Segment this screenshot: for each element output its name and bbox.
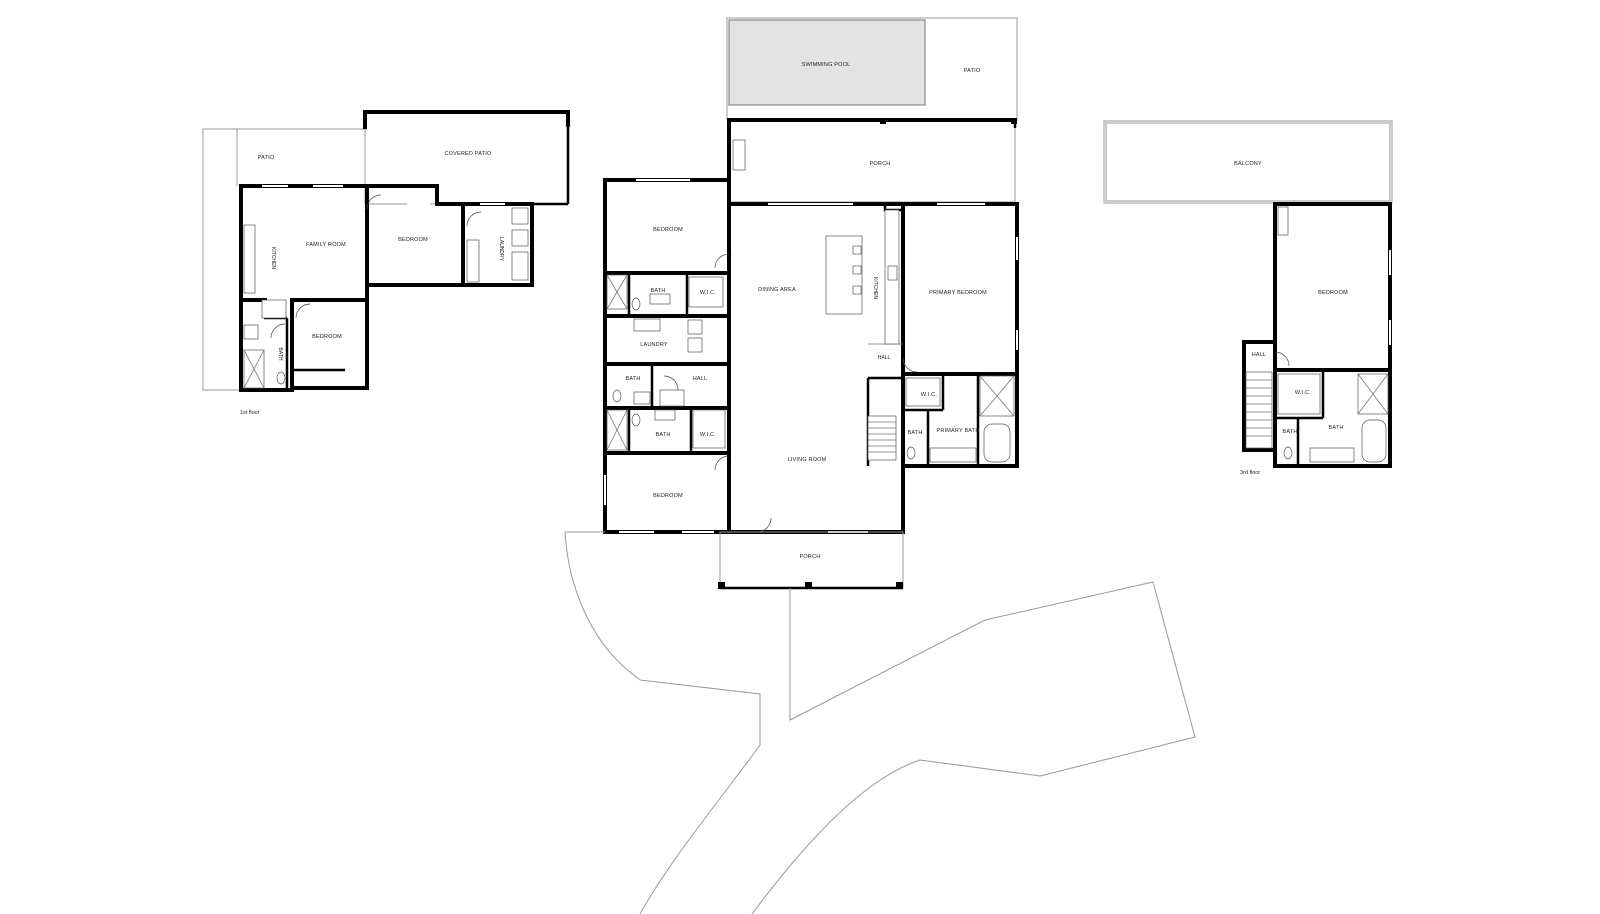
label-patio: PATIO	[258, 155, 275, 161]
nw-wall	[603, 178, 731, 206]
label-wic-primary: W.I.C.	[921, 392, 937, 398]
dryer	[511, 229, 529, 247]
label-wic-nw: W.I.C.	[700, 290, 716, 296]
stairs	[867, 415, 897, 461]
label-kitchen: KITCHEN	[270, 247, 276, 269]
label-bath: BATH	[277, 348, 283, 361]
label-bedroom-nw: BEDROOM	[653, 227, 683, 233]
label-hall-3rd: HALL	[1252, 352, 1267, 358]
label-bath-nw: BATH	[650, 288, 665, 294]
wic-primary-shelves	[905, 377, 941, 407]
second-floor-plan: SWIMMING POOL PATIO PORCH	[603, 17, 1019, 590]
swimming-pool	[728, 19, 926, 106]
label-hall-small: HALL	[878, 355, 891, 361]
label-bath-e: BATH	[907, 430, 922, 436]
wic-nw-shelves	[688, 276, 724, 308]
family-room-wall	[239, 184, 369, 302]
bedroom-laundry-wall	[365, 184, 534, 287]
bedroom-b-east-wall	[290, 298, 369, 390]
stairs-3rd	[1245, 371, 1273, 449]
tub-primary	[983, 423, 1011, 463]
label-porch-back: PORCH	[870, 161, 891, 167]
stair-hall-walls	[1242, 340, 1277, 452]
label-patio-upper: PATIO	[964, 68, 981, 74]
label-porch-front: PORCH	[800, 554, 821, 560]
label-laundry-2: LAUNDRY	[640, 342, 668, 348]
label-bath-small-3rd: BATH	[1282, 429, 1297, 435]
label-wic-3rd: W.I.C.	[1295, 390, 1311, 396]
label-primary-bath: PRIMARY BATH	[936, 428, 979, 434]
covered-patio-wall	[363, 110, 570, 129]
label-family-room: FAMILY ROOM	[306, 242, 346, 248]
first-floor-plan: PATIO COVERED PATIO FAMILY ROOM KITCHEN …	[202, 110, 570, 416]
bedroom-b-wall	[239, 298, 369, 392]
wic-sw-shelves	[692, 409, 726, 449]
driveway-east-edge	[751, 581, 1196, 914]
laundry-sink	[511, 251, 529, 281]
label-bath-sw: BATH	[655, 432, 670, 438]
label-dining-area: DINING AREA	[758, 287, 796, 293]
balcony-outline	[1103, 120, 1393, 204]
label-hall: HALL	[693, 376, 708, 382]
toilet	[276, 371, 286, 385]
label-balcony: BALCONY	[1234, 161, 1262, 167]
label-laundry: LAUNDRY	[498, 237, 504, 261]
patio-outline	[202, 128, 241, 391]
third-floor-walls	[1273, 202, 1392, 468]
label-covered-patio: COVERED PATIO	[444, 151, 492, 157]
closet	[466, 239, 480, 283]
third-floor-plan: BALCONY BEDROOM HALL W.I.C.	[1103, 120, 1393, 476]
label-bedroom-3rd: BEDROOM	[1318, 290, 1348, 296]
covered-patio-outline	[364, 111, 569, 205]
porch-grill	[732, 139, 746, 171]
label-wic-sw: W.I.C.	[700, 432, 716, 438]
driveway-west-edge	[564, 531, 761, 914]
label-bath-3rd: BATH	[1328, 425, 1343, 431]
label-kitchen-2: KITCHEN	[872, 277, 878, 299]
label-primary-bedroom: PRIMARY BEDROOM	[929, 290, 987, 296]
label-bath-small: BATH	[625, 376, 640, 382]
first-floor-caption: 1st floor	[240, 410, 260, 416]
third-floor-caption: 3rd floor	[1240, 470, 1260, 476]
label-bedroom-a: BEDROOM	[398, 237, 428, 243]
label-bedroom-b: BEDROOM	[312, 334, 342, 340]
site-outlines	[564, 531, 1196, 914]
label-living-room: LIVING ROOM	[788, 457, 827, 463]
label-bedroom-sw: BEDROOM	[653, 493, 683, 499]
washer	[511, 207, 529, 225]
tub-3rd	[1361, 419, 1387, 463]
wic-3rd-shelves	[1277, 373, 1321, 415]
label-swimming-pool: SWIMMING POOL	[802, 62, 851, 68]
kitchen-counter	[243, 224, 256, 294]
kitchen-island	[261, 299, 287, 319]
front-porch-outline	[719, 531, 904, 589]
sink	[243, 324, 259, 340]
